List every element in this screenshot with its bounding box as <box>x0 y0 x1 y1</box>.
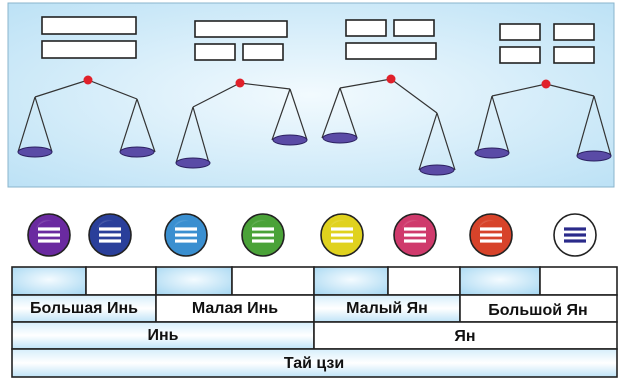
bar <box>345 42 437 60</box>
trigram-line <box>480 233 502 237</box>
trigram-line <box>331 227 353 231</box>
bar <box>345 19 387 37</box>
cell-row <box>11 266 618 296</box>
trigram-line <box>252 227 274 231</box>
trigram-8-ball <box>553 213 597 257</box>
trigram-line <box>331 233 353 237</box>
cell <box>155 266 233 296</box>
label-yang: Ян <box>454 328 475 345</box>
trigram-line <box>252 233 274 237</box>
trigram-line <box>404 227 426 231</box>
bar <box>499 23 541 41</box>
cell <box>539 266 618 296</box>
bar <box>194 20 288 38</box>
trigram-line <box>564 233 586 237</box>
cell <box>85 266 157 296</box>
scale-2 <box>175 20 308 169</box>
trigram-line <box>38 227 60 231</box>
trigram-2-ball <box>88 213 132 257</box>
bar <box>553 23 595 41</box>
scale-1-labels <box>41 16 137 59</box>
trigram-line <box>480 239 502 243</box>
bar <box>499 46 541 64</box>
label-greater-yang: Большой Ян <box>488 302 587 319</box>
trigram-line <box>404 239 426 243</box>
cell <box>231 266 315 296</box>
cell <box>459 266 541 296</box>
scale-1 <box>17 16 156 158</box>
label-greater-yin: Большая Инь <box>30 300 138 317</box>
trigram-line <box>99 227 121 231</box>
pan-left <box>474 147 510 159</box>
trigram-5-ball <box>320 213 364 257</box>
pan-right <box>272 134 308 146</box>
scale-4 <box>474 23 612 162</box>
trigram-line <box>99 233 121 237</box>
trigram-line <box>175 227 197 231</box>
pan-right <box>119 146 155 158</box>
trigram-line <box>480 227 502 231</box>
trigram-3-ball <box>164 213 208 257</box>
label-lesser-yin: Малая Инь <box>192 300 278 317</box>
trigram-7-ball <box>469 213 513 257</box>
pivot <box>541 79 551 89</box>
cell <box>387 266 461 296</box>
bar <box>553 46 595 64</box>
cell <box>313 266 389 296</box>
scale-3 <box>321 19 456 176</box>
trigram-1-ball <box>27 213 71 257</box>
pivot <box>83 75 93 85</box>
trigram-line <box>99 239 121 243</box>
pan-left <box>17 146 53 158</box>
trigram-line <box>564 239 586 243</box>
pan-right <box>576 150 612 162</box>
pivot <box>235 78 245 88</box>
trigram-6-ball <box>393 213 437 257</box>
label-yin: Инь <box>148 327 179 344</box>
trigram-row <box>27 213 597 257</box>
pan-right <box>419 164 455 176</box>
label-taiji: Тай цзи <box>284 355 344 372</box>
pan-left <box>175 157 211 169</box>
bar <box>393 19 435 37</box>
bar <box>41 40 137 59</box>
trigram-line <box>331 239 353 243</box>
trigram-line <box>175 239 197 243</box>
bar <box>41 16 137 35</box>
trigram-line <box>175 233 197 237</box>
trigram-line <box>38 233 60 237</box>
four-symbols-row: Большая Инь Малая Инь Малый Ян Большой Я… <box>11 294 618 323</box>
bar <box>194 43 236 61</box>
trigram-line <box>404 233 426 237</box>
trigram-line <box>252 239 274 243</box>
trigram-4-ball <box>241 213 285 257</box>
two-modes-row: Инь Ян <box>11 321 618 350</box>
cell <box>11 266 87 296</box>
taiji-row: Тай цзи <box>11 348 618 378</box>
pan-left <box>322 132 358 144</box>
trigram-line <box>38 239 60 243</box>
trigram-line <box>564 227 586 231</box>
bar <box>242 43 284 61</box>
label-lesser-yang: Малый Ян <box>346 300 428 317</box>
pivot <box>386 74 396 84</box>
